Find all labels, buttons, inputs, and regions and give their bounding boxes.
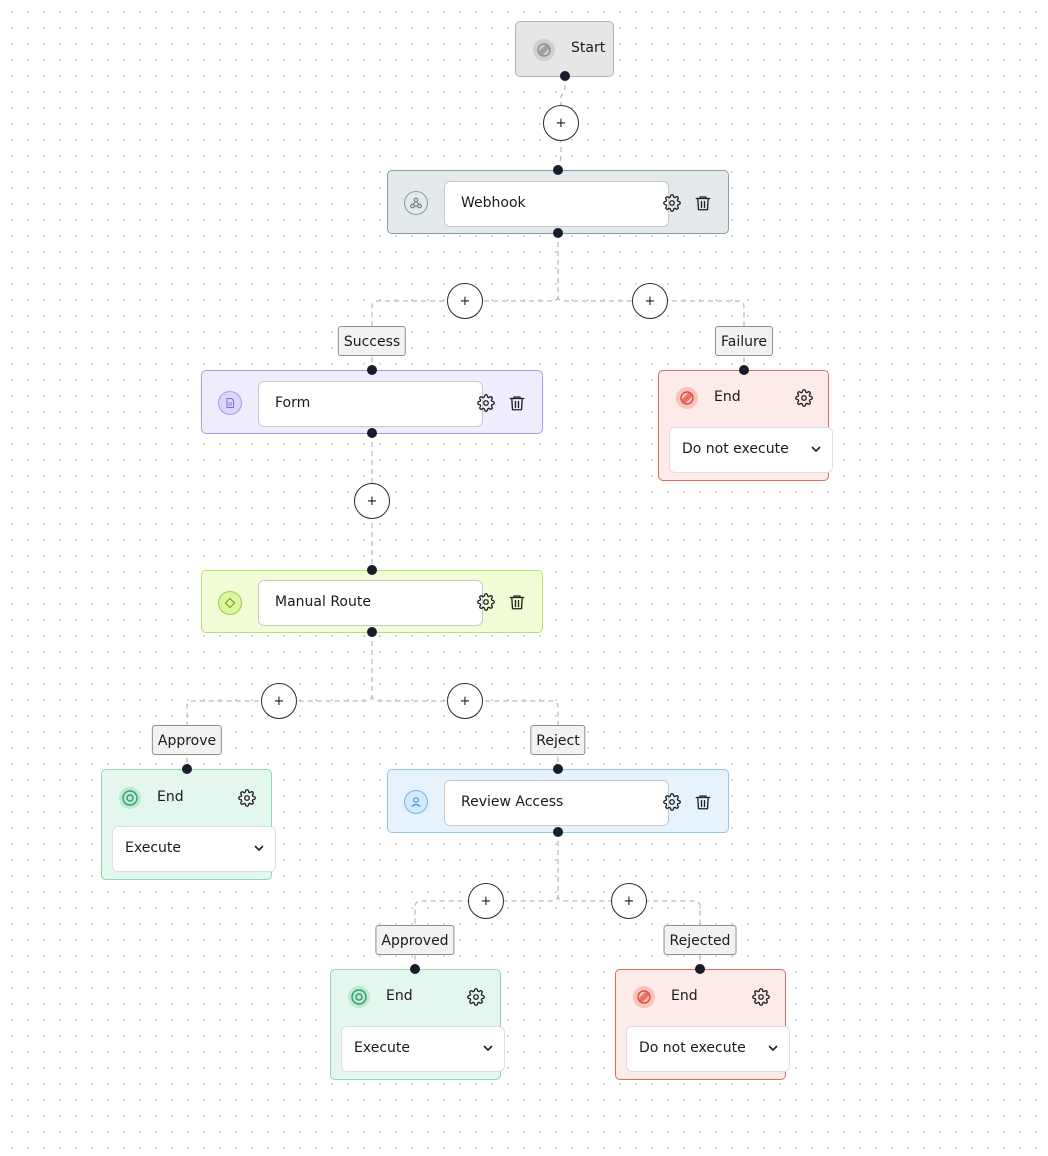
end-title: End: [714, 389, 741, 405]
end-node-failure[interactable]: End Do not execute: [658, 370, 833, 481]
webhook-node[interactable]: Webhook: [387, 170, 729, 234]
execution-select-value: Do not execute: [682, 441, 789, 457]
connection-handle[interactable]: [695, 964, 705, 974]
manual-route-node[interactable]: Manual Route: [201, 570, 543, 633]
connection-handle[interactable]: [553, 228, 563, 238]
connection-handle[interactable]: [367, 428, 377, 438]
trash-icon[interactable]: [692, 791, 714, 813]
user-review-icon: [404, 790, 428, 814]
review-access-name-field[interactable]: Review Access: [444, 780, 669, 826]
execution-select-value: Execute: [354, 1040, 410, 1056]
start-node[interactable]: Start: [515, 21, 614, 77]
branch-label-rejected: Rejected: [663, 925, 737, 955]
connection-handle[interactable]: [367, 565, 377, 575]
branch-label-success: Success: [337, 326, 407, 356]
add-step-button[interactable]: +: [611, 883, 647, 919]
trash-icon[interactable]: [692, 192, 714, 214]
add-step-button[interactable]: +: [632, 283, 668, 319]
chevron-down-icon: [811, 446, 821, 452]
execution-select[interactable]: Execute: [112, 826, 276, 872]
chevron-down-icon: [254, 845, 264, 851]
execution-select[interactable]: Do not execute: [669, 427, 833, 473]
gear-icon[interactable]: [465, 986, 487, 1008]
connection-handle[interactable]: [560, 71, 570, 81]
add-step-button[interactable]: +: [354, 483, 390, 519]
connection-handle[interactable]: [553, 165, 563, 175]
execution-select-value: Execute: [125, 840, 181, 856]
manual-route-name-field[interactable]: Manual Route: [258, 580, 483, 626]
gear-icon[interactable]: [793, 387, 815, 409]
chevron-down-icon: [483, 1045, 493, 1051]
stop-circle-icon: [533, 39, 555, 61]
webhook-name-field[interactable]: Webhook: [444, 181, 669, 227]
end-circle-icon: [348, 986, 370, 1008]
review-access-node[interactable]: Review Access: [387, 769, 729, 833]
gear-icon[interactable]: [236, 787, 258, 809]
connection-handle[interactable]: [182, 764, 192, 774]
end-node-approve[interactable]: End Execute: [101, 769, 276, 880]
stop-circle-icon: [676, 387, 698, 409]
diamond-route-icon: [218, 591, 242, 615]
end-node-rejected[interactable]: End Do not execute: [615, 969, 790, 1080]
end-title: End: [671, 988, 698, 1004]
stop-circle-icon: [633, 986, 655, 1008]
connection-handle[interactable]: [367, 627, 377, 637]
form-document-icon: [218, 391, 242, 415]
chevron-down-icon: [768, 1045, 778, 1051]
connection-handle[interactable]: [367, 365, 377, 375]
branch-label-approve: Approve: [151, 725, 223, 755]
end-circle-icon: [119, 787, 141, 809]
connection-handle[interactable]: [739, 365, 749, 375]
branch-label-failure: Failure: [714, 326, 774, 356]
form-name-field[interactable]: Form: [258, 381, 483, 427]
connection-handle[interactable]: [410, 964, 420, 974]
trash-icon[interactable]: [506, 591, 528, 613]
webhook-icon: [404, 191, 428, 215]
gear-icon[interactable]: [661, 192, 683, 214]
gear-icon[interactable]: [475, 591, 497, 613]
trash-icon[interactable]: [506, 392, 528, 414]
end-title: End: [386, 988, 413, 1004]
end-node-approved[interactable]: End Execute: [330, 969, 505, 1080]
execution-select-value: Do not execute: [639, 1040, 746, 1056]
end-title: End: [157, 789, 184, 805]
execution-select[interactable]: Do not execute: [626, 1026, 790, 1072]
start-label: Start: [571, 40, 606, 56]
add-step-button[interactable]: +: [447, 683, 483, 719]
connection-handle[interactable]: [553, 827, 563, 837]
gear-icon[interactable]: [661, 791, 683, 813]
execution-select[interactable]: Execute: [341, 1026, 505, 1072]
add-step-button[interactable]: +: [447, 283, 483, 319]
form-node[interactable]: Form: [201, 370, 543, 434]
branch-label-reject: Reject: [530, 725, 586, 755]
add-step-button[interactable]: +: [468, 883, 504, 919]
branch-label-approved: Approved: [375, 925, 455, 955]
add-step-button[interactable]: +: [543, 105, 579, 141]
connection-handle[interactable]: [553, 764, 563, 774]
gear-icon[interactable]: [475, 392, 497, 414]
add-step-button[interactable]: +: [261, 683, 297, 719]
gear-icon[interactable]: [750, 986, 772, 1008]
